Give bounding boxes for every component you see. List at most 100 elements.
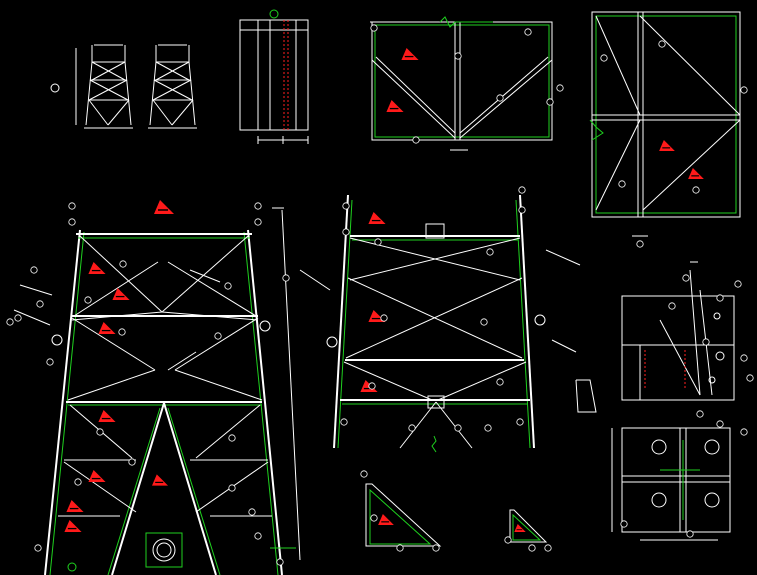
part-number-tag (254, 202, 262, 210)
part-number-tag (248, 508, 256, 516)
part-number-tag (408, 424, 416, 432)
weld-symbol (88, 262, 106, 274)
overview-section-marker (50, 83, 60, 93)
foot-plate-detail (145, 532, 183, 568)
part-number-tag (228, 484, 236, 492)
part-number-tag (370, 514, 378, 522)
part-number-tag (96, 428, 104, 436)
part-number-tag (128, 458, 136, 466)
part-number-tag (556, 84, 564, 92)
part-number-tag (342, 202, 350, 210)
base-plate-plan (611, 427, 731, 541)
part-number-tag (74, 478, 82, 486)
part-number-tag (374, 238, 382, 246)
weld-symbol (659, 140, 675, 151)
part-number-tag (496, 94, 504, 102)
part-number-tag (412, 136, 420, 144)
main-face-elevation (13, 200, 301, 575)
part-number-tags (6, 24, 754, 566)
weld-symbol-top (153, 200, 175, 214)
weld-symbol (66, 500, 84, 512)
weld-symbol (98, 410, 116, 422)
part-number-tag (618, 180, 626, 188)
part-number-tag (600, 54, 608, 62)
weld-symbol (378, 514, 394, 525)
part-number-tag (368, 382, 376, 390)
part-number-tag (518, 206, 526, 214)
weld-symbol (98, 322, 116, 334)
part-number-tag (740, 86, 748, 94)
weld-symbol (401, 48, 419, 60)
weld-symbol (688, 168, 704, 179)
part-number-tag (254, 218, 262, 226)
part-number-tag (682, 274, 690, 282)
part-number-tag (276, 558, 284, 566)
gusset-detail-2 (509, 509, 548, 543)
part-number-tag (432, 544, 440, 552)
part-number-tag (340, 418, 348, 426)
part-number-tag (6, 318, 14, 326)
part-number-tag (546, 98, 554, 106)
part-number-tag (342, 228, 350, 236)
part-number-tag (692, 186, 700, 194)
weld-symbol (64, 520, 82, 532)
part-number-tag (34, 544, 42, 552)
overview-elevations (50, 44, 197, 129)
part-number-tag (696, 410, 704, 418)
part-number-tag (282, 274, 290, 282)
part-number-tag (528, 544, 536, 552)
green-marker (67, 562, 77, 572)
part-number-tag (636, 240, 644, 248)
part-number-tag (686, 530, 694, 538)
part-number-tag (380, 314, 388, 322)
part-number-tag (518, 186, 526, 194)
weld-symbol (386, 100, 404, 112)
part-number-tag (544, 544, 552, 552)
side-face-elevation (299, 194, 581, 453)
gusset-detail-1 (365, 483, 442, 547)
part-number-tag (668, 302, 676, 310)
section-b-b (589, 11, 741, 237)
overview-frame-left (75, 44, 133, 129)
part-number-tag (740, 428, 748, 436)
part-number-tag (228, 434, 236, 442)
part-number-tag (46, 358, 54, 366)
part-number-tag (716, 420, 724, 428)
part-number-tag (84, 296, 92, 304)
part-number-tag (702, 338, 710, 346)
strip-green-marker (269, 9, 279, 19)
part-number-tag (360, 470, 368, 478)
part-number-tag (454, 424, 462, 432)
part-number-tag (716, 294, 724, 302)
part-number-tag (118, 328, 126, 336)
part-number-tag (480, 318, 488, 326)
part-number-tag (740, 354, 748, 362)
part-number-tag (36, 300, 44, 308)
part-number-tag (454, 52, 462, 60)
part-number-tag (224, 282, 232, 290)
top-strip-elevation (239, 9, 309, 144)
part-number-tag (30, 266, 38, 274)
part-number-tag (746, 374, 754, 382)
overview-frame-right (148, 44, 197, 129)
part-number-tag (14, 314, 22, 322)
part-number-tag (658, 40, 666, 48)
part-number-tag (254, 532, 262, 540)
part-number-tag (620, 520, 628, 528)
part-number-tag (524, 28, 532, 36)
weld-symbol (152, 474, 168, 486)
part-number-tag (396, 544, 404, 552)
weld-symbol (88, 470, 106, 482)
part-number-tag (734, 280, 742, 288)
part-number-tag (496, 378, 504, 386)
section-a-a (370, 16, 553, 151)
part-number-tag (486, 248, 494, 256)
foot-detail (575, 261, 735, 413)
part-number-tag (68, 218, 76, 226)
part-number-tag (504, 536, 512, 544)
part-number-tag (516, 418, 524, 426)
part-number-tag (214, 332, 222, 340)
weld-symbol (368, 212, 386, 224)
part-number-tag (484, 424, 492, 432)
